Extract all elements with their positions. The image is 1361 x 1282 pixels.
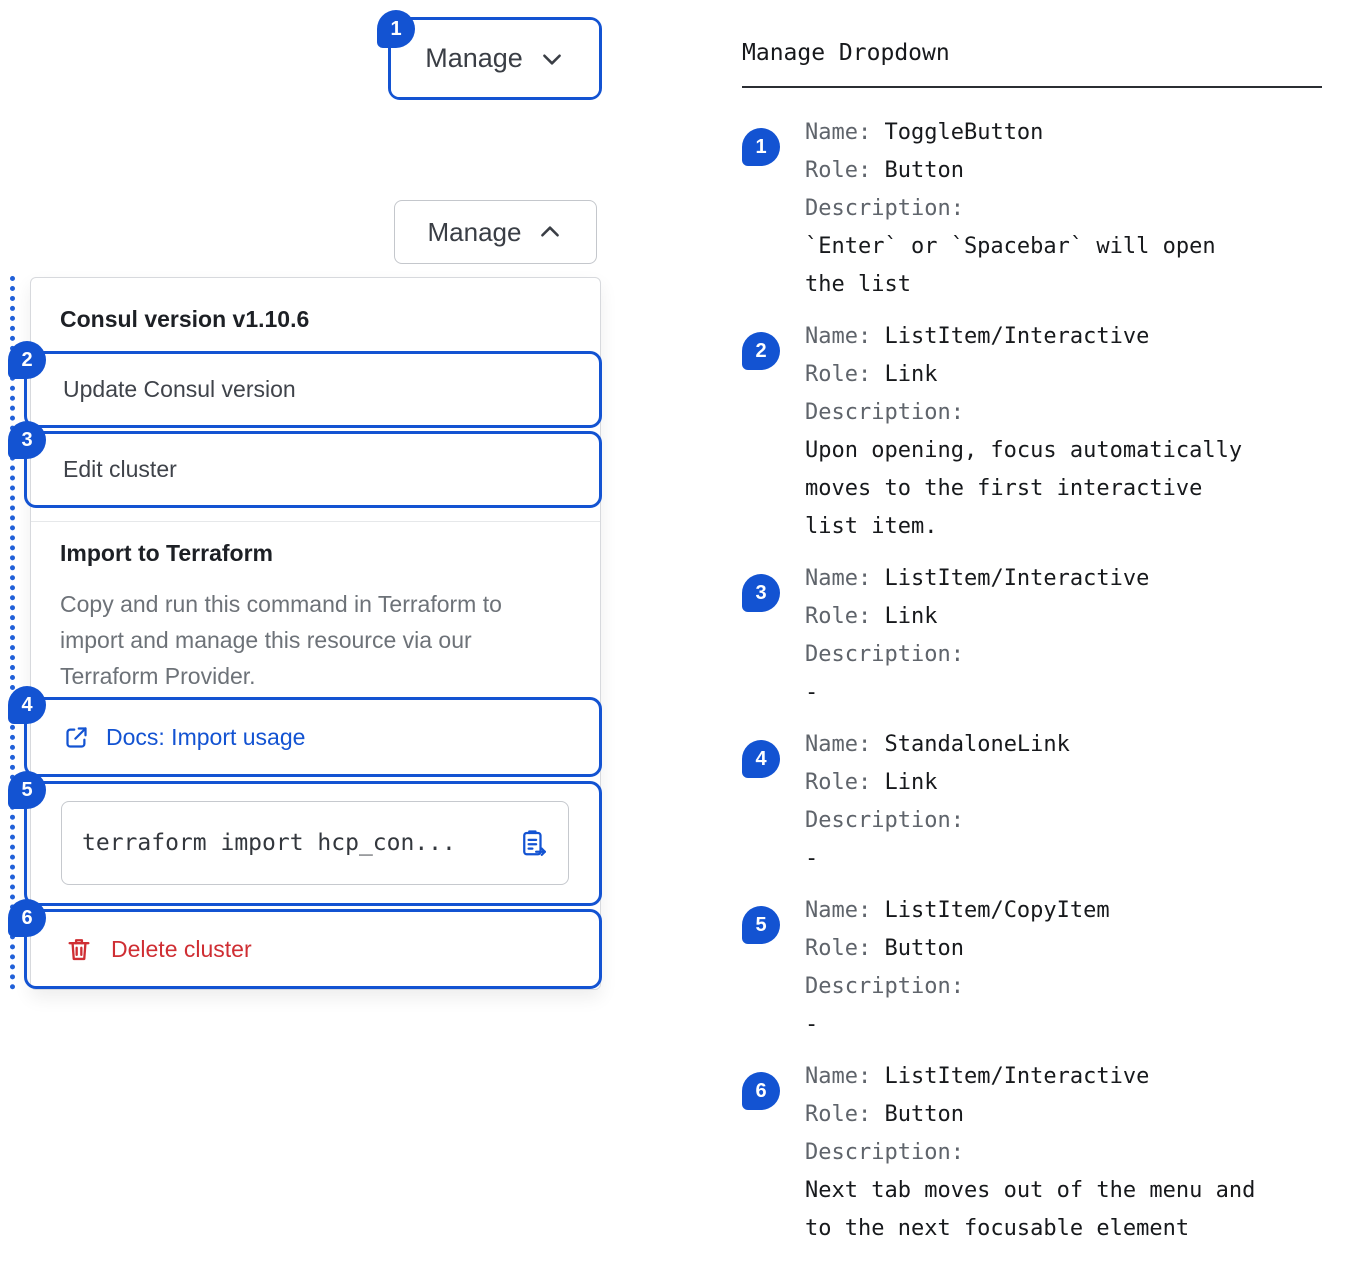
manage-open-label: Manage	[427, 216, 522, 247]
entry-name: Name: ToggleButton	[805, 120, 1044, 145]
entry-description-label: Description:	[805, 974, 964, 999]
entry-name: Name: ListItem/Interactive	[805, 566, 1150, 591]
entry-description-label: Description:	[805, 400, 964, 425]
docs-import-usage-link[interactable]: Docs: Import usage	[27, 700, 599, 774]
entry-role: Role: Button	[805, 936, 964, 961]
menu-item-edit-cluster[interactable]: Edit cluster	[63, 456, 177, 482]
spec-badge-1: 1	[742, 128, 780, 166]
spec-entry-5: 5 Name: ListItem/CopyItem Role: Button D…	[742, 892, 1322, 1044]
consul-version-label: Consul version v1.10.6	[60, 306, 310, 332]
delete-cluster-label: Delete cluster	[111, 935, 252, 962]
spec-badge-3: 3	[742, 574, 780, 612]
import-terraform-title: Import to Terraform	[60, 540, 273, 566]
entry-description-label: Description:	[805, 1140, 964, 1165]
entry-role: Role: Link	[805, 604, 938, 629]
spec-entry-1: 1 Name: ToggleButton Role: Button Descri…	[742, 114, 1322, 304]
entry-description: `Enter` or `Spacebar` will open the list	[805, 234, 1216, 297]
entry-role: Role: Link	[805, 770, 938, 795]
trash-icon	[65, 935, 93, 963]
entry-name: Name: ListItem/Interactive	[805, 1064, 1150, 1089]
chevron-up-icon	[537, 219, 563, 245]
edit-cluster-annotation: Edit cluster	[24, 431, 602, 508]
spec-entry-3: 3 Name: ListItem/Interactive Role: Link …	[742, 560, 1322, 712]
spec-entry-4: 4 Name: StandaloneLink Role: Link Descri…	[742, 726, 1322, 878]
spec-panel: Manage Dropdown 1 Name: ToggleButton Rol…	[742, 38, 1322, 1262]
entry-name: Name: ListItem/CopyItem	[805, 898, 1110, 923]
manage-toggle-annotation: Manage	[388, 17, 602, 100]
delete-cluster-annotation: Delete cluster	[24, 909, 602, 989]
entry-description: -	[805, 1012, 819, 1037]
copy-command-annotation: terraform import hcp_con...	[24, 781, 602, 906]
terraform-command-text: terraform import hcp_con...	[82, 830, 456, 856]
copy-command-button[interactable]	[518, 828, 548, 858]
manage-toggle-button-open[interactable]: Manage	[394, 200, 597, 264]
entry-name: Name: ListItem/Interactive	[805, 324, 1150, 349]
entry-description: Upon opening, focus automatically moves …	[805, 438, 1243, 539]
dotted-edge-marker	[10, 276, 15, 990]
spec-badge-5: 5	[742, 906, 780, 944]
entry-description-label: Description:	[805, 808, 964, 833]
annotation-badge-4: 4	[8, 686, 46, 724]
manage-toggle-label: Manage	[425, 43, 523, 73]
update-consul-annotation: Update Consul version	[24, 351, 602, 428]
entry-description-label: Description:	[805, 642, 964, 667]
spec-badge-2: 2	[742, 332, 780, 370]
manage-toggle-button[interactable]: Manage	[391, 20, 599, 97]
clipboard-copy-icon	[518, 828, 548, 858]
annotation-badge-1: 1	[377, 10, 415, 48]
entry-description: Next tab moves out of the menu and to th…	[805, 1178, 1256, 1241]
menu-item-delete-cluster[interactable]: Delete cluster	[27, 912, 599, 986]
spec-entry-2: 2 Name: ListItem/Interactive Role: Link …	[742, 318, 1322, 546]
entry-role: Role: Button	[805, 158, 964, 183]
chevron-down-icon	[539, 46, 565, 72]
import-terraform-description: Copy and run this command in Terraform t…	[60, 591, 502, 689]
entry-role: Role: Button	[805, 1102, 964, 1127]
spec-entry-6: 6 Name: ListItem/Interactive Role: Butto…	[742, 1058, 1322, 1248]
annotation-badge-2: 2	[8, 341, 46, 379]
spec-badge-4: 4	[742, 740, 780, 778]
annotation-badge-3: 3	[8, 421, 46, 459]
terraform-command-field[interactable]: terraform import hcp_con...	[61, 801, 569, 885]
menu-divider	[31, 521, 600, 522]
entry-description: -	[805, 846, 819, 871]
spec-badge-6: 6	[742, 1072, 780, 1110]
spec-panel-title: Manage Dropdown	[742, 38, 1322, 88]
menu-item-update-consul-version[interactable]: Update Consul version	[63, 376, 296, 402]
entry-description: -	[805, 680, 819, 705]
docs-link-annotation: Docs: Import usage	[24, 697, 602, 777]
entry-description-label: Description:	[805, 196, 964, 221]
entry-role: Role: Link	[805, 362, 938, 387]
docs-link-label: Docs: Import usage	[106, 723, 306, 750]
external-link-icon	[63, 724, 90, 751]
entry-name: Name: StandaloneLink	[805, 732, 1070, 757]
annotation-badge-5: 5	[8, 771, 46, 809]
annotation-badge-6: 6	[8, 899, 46, 937]
